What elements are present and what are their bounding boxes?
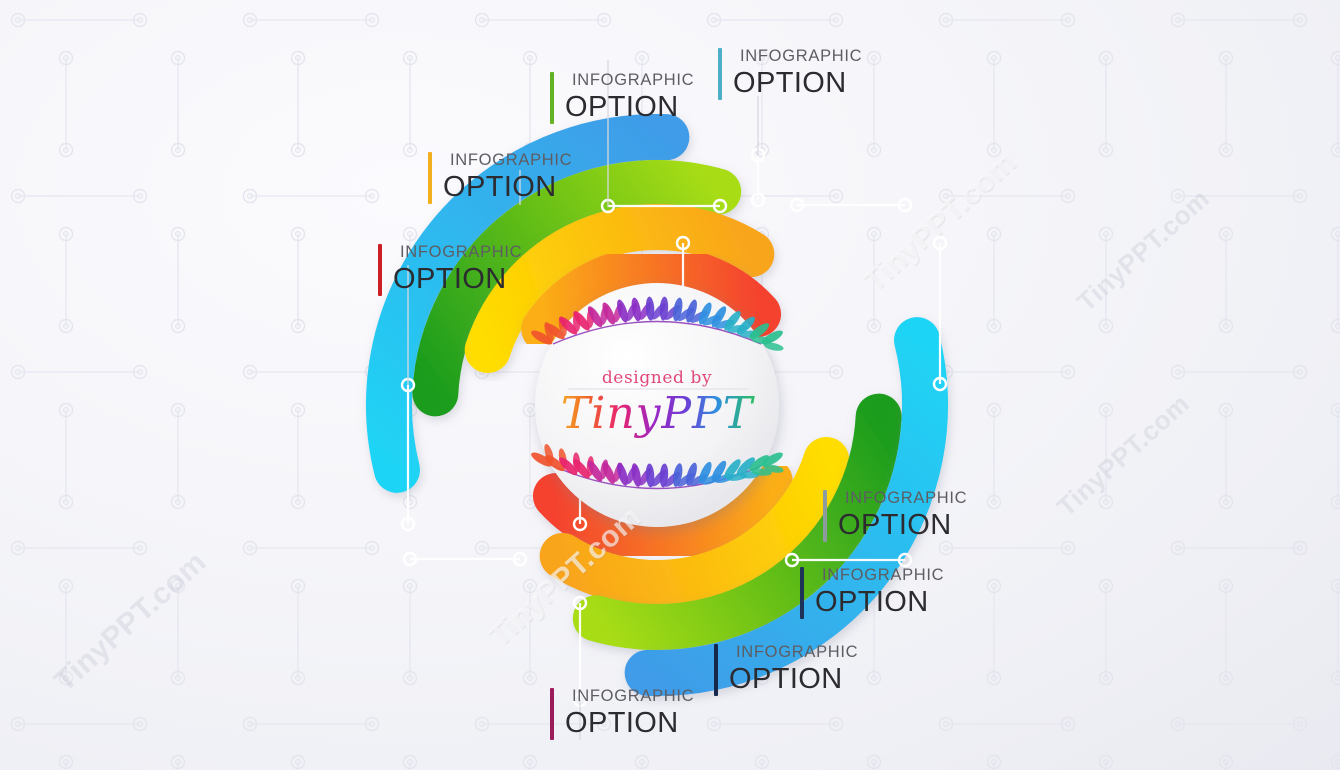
label-kicker: INFOGRAPHIC [572, 71, 695, 89]
accent-bar [800, 567, 804, 619]
connector-node [897, 552, 913, 568]
connector-node [784, 552, 800, 568]
accent-bar [714, 644, 718, 696]
connector-node [402, 551, 418, 567]
connector-node [572, 595, 588, 611]
label-title: OPTION [393, 263, 507, 296]
arc-yellow-amber[interactable] [464, 204, 775, 373]
label-title: OPTION [838, 509, 952, 542]
connector-node [712, 198, 728, 214]
label-kicker: INFOGRAPHIC [740, 47, 863, 65]
label-kicker: INFOGRAPHIC [450, 151, 573, 169]
logo-kicker: designed by [602, 368, 712, 388]
label-title: OPTION [733, 67, 847, 100]
connector-node [750, 192, 766, 208]
connector-node [572, 516, 588, 532]
label-title: OPTION [729, 663, 843, 696]
arc-cyan-2[interactable] [624, 317, 948, 696]
wreath-bottom-icon [531, 444, 784, 490]
label-option-right-mid[interactable]: INFOGRAPHIC OPTION [823, 489, 968, 542]
label-kicker: INFOGRAPHIC [845, 489, 968, 507]
label-option-bottom-center[interactable]: INFOGRAPHIC OPTION [550, 687, 695, 740]
label-option-bottom-right[interactable]: INFOGRAPHIC OPTION [714, 643, 859, 696]
accent-bar [428, 152, 432, 204]
label-title: OPTION [565, 91, 679, 124]
connector-node [512, 551, 528, 567]
connector-node [932, 376, 948, 392]
connector-node [897, 197, 913, 213]
accent-bar [550, 72, 554, 124]
label-title: OPTION [443, 171, 557, 204]
connector-node [789, 197, 805, 213]
arc-yellow-2[interactable] [539, 437, 850, 606]
label-option-top-center[interactable]: INFOGRAPHIC OPTION [550, 71, 695, 124]
accent-bar [718, 48, 722, 100]
accent-bar [378, 244, 382, 296]
arc-green-lime[interactable] [412, 160, 742, 417]
accent-bar [550, 688, 554, 740]
logo-brand: TinyPPT [561, 388, 756, 439]
label-option-top-right[interactable]: INFOGRAPHIC OPTION [718, 47, 863, 100]
arc-orange-red[interactable] [521, 246, 782, 352]
label-title: OPTION [815, 586, 929, 619]
connector-node [675, 235, 691, 251]
label-option-upper-left[interactable]: INFOGRAPHIC OPTION [428, 151, 573, 204]
label-option-right-lower[interactable]: INFOGRAPHIC OPTION [800, 566, 945, 619]
connector-node [932, 235, 948, 251]
accent-bar [823, 490, 827, 542]
label-title: OPTION [565, 707, 679, 740]
connector-node [400, 516, 416, 532]
label-kicker: INFOGRAPHIC [736, 643, 859, 661]
arc-green-2[interactable] [572, 393, 902, 650]
label-option-left[interactable]: INFOGRAPHIC OPTION [378, 243, 523, 296]
wreath-top-icon [531, 296, 784, 351]
arc-cyan-blue[interactable] [366, 114, 690, 493]
label-kicker: INFOGRAPHIC [400, 243, 523, 261]
label-kicker: INFOGRAPHIC [572, 687, 695, 705]
label-kicker: INFOGRAPHIC [822, 566, 945, 584]
